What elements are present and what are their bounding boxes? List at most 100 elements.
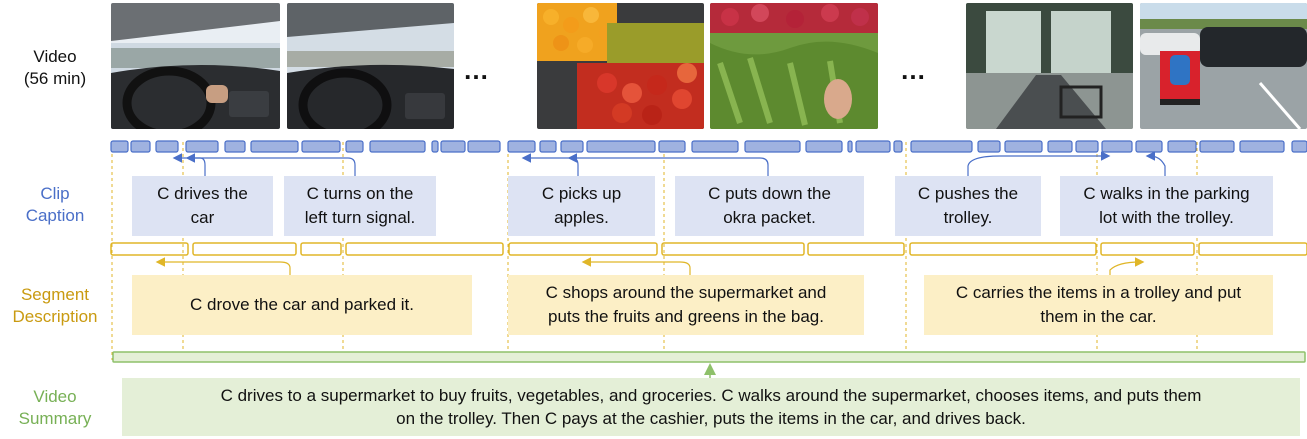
clip-bar xyxy=(507,140,536,153)
clip-caption-arrow xyxy=(1145,151,1166,176)
clip-caption-text: C walks in the parking xyxy=(1083,184,1250,203)
clip-caption-text: C turns on the xyxy=(306,184,414,203)
clip-bar xyxy=(855,140,891,153)
clip-caption-okra-packet: C puts down the okra packet. xyxy=(675,176,864,236)
clip-bar xyxy=(467,140,501,153)
clip-bar xyxy=(1135,140,1163,153)
segment-bar xyxy=(1198,242,1307,256)
clip-bar xyxy=(1239,140,1285,153)
clip-caption-text: okra packet. xyxy=(723,208,816,227)
clip-caption-row-label: Clip Caption xyxy=(10,183,100,227)
segment-description-arrow xyxy=(581,257,691,275)
clip-bar xyxy=(155,140,179,153)
video-label-line2: (56 min) xyxy=(23,69,87,88)
clip-bar xyxy=(744,140,801,153)
segment-bar xyxy=(192,242,297,256)
clip-bar xyxy=(250,140,299,153)
segment-bar xyxy=(909,242,1097,256)
clip-caption-text: lot with the trolley. xyxy=(1099,208,1234,227)
clip-caption-arrow xyxy=(967,151,1111,176)
clip-bar xyxy=(224,140,246,153)
clip-caption-text: C pushes the xyxy=(917,184,1019,203)
parking-lot-trolley-frame xyxy=(1140,3,1307,129)
clip-bar xyxy=(1075,140,1099,153)
fruit-stand-frame xyxy=(537,3,704,129)
clip-bar xyxy=(1199,140,1235,153)
ellipsis-2: … xyxy=(900,55,927,85)
clip-caption-picks-apples: C picks up apples. xyxy=(508,176,655,236)
summary-bar xyxy=(112,351,1306,363)
clip-bar xyxy=(893,140,903,153)
clip-caption-parking-lot: C walks in the parking lot with the troll… xyxy=(1060,176,1273,236)
segment-description-text: them in the car. xyxy=(1040,307,1157,326)
clip-bar xyxy=(560,140,584,153)
clip-bar xyxy=(369,140,426,153)
clip-bar xyxy=(539,140,557,153)
clip-bar xyxy=(910,140,973,153)
clip-label-line2: Caption xyxy=(25,206,85,225)
video-summary-box: C drives to a supermarket to buy fruits,… xyxy=(122,378,1300,436)
video-label-line1: Video xyxy=(33,47,77,66)
clip-caption-arrow xyxy=(521,153,579,176)
clip-bar xyxy=(977,140,1001,153)
clip-bar xyxy=(847,140,853,153)
clip-caption-text: left turn signal. xyxy=(304,208,416,227)
clip-bar xyxy=(1101,140,1133,153)
clip-caption-pushes-trolley: C pushes the trolley. xyxy=(895,176,1041,236)
summary-label-line2: Summary xyxy=(18,409,92,428)
segment-bar xyxy=(807,242,905,256)
segment-bar xyxy=(345,242,504,256)
clip-caption-arrow xyxy=(567,153,769,176)
clip-bar xyxy=(1004,140,1043,153)
segment-description-text: puts the fruits and greens in the bag. xyxy=(548,307,824,326)
segment-bar xyxy=(1100,242,1195,256)
segment-bar xyxy=(300,242,342,256)
segment-description-arrow xyxy=(1109,257,1145,275)
clip-caption-text: C puts down the xyxy=(708,184,831,203)
segment-label-line1: Segment xyxy=(20,285,90,304)
driving-frame-1 xyxy=(111,3,280,129)
clip-bar xyxy=(1291,140,1307,153)
clip-caption-text: apples. xyxy=(554,208,609,227)
clip-bar xyxy=(440,140,466,153)
clip-bar xyxy=(301,140,341,153)
store-entrance-frame xyxy=(966,3,1133,129)
clip-bar xyxy=(130,140,151,153)
clip-bar xyxy=(658,140,686,153)
driving-frame-2 xyxy=(287,3,454,129)
video-summary-line1: C drives to a supermarket to buy fruits,… xyxy=(220,386,1202,405)
clip-caption-text: C picks up xyxy=(541,184,622,203)
segment-description-trolley-car: C carries the items in a trolley and put… xyxy=(924,275,1273,335)
ellipsis-1: … xyxy=(463,55,490,85)
clip-bar xyxy=(805,140,843,153)
clip-caption-turn-signal: C turns on the left turn signal. xyxy=(284,176,436,236)
clip-caption-arrow xyxy=(185,153,356,176)
summary-label-line1: Video xyxy=(33,387,77,406)
clip-bar xyxy=(691,140,739,153)
segment-bar xyxy=(110,242,189,256)
clip-bar xyxy=(1167,140,1197,153)
clip-bar xyxy=(110,140,129,153)
clip-bar xyxy=(1047,140,1073,153)
clip-caption-arrow xyxy=(172,153,206,176)
segment-description-row-label: Segment Description xyxy=(5,284,105,328)
video-summary-line2: on the trolley. Then C pays at the cashi… xyxy=(396,409,1026,428)
clip-caption-text: C drives the xyxy=(157,184,248,203)
segment-bar xyxy=(508,242,658,256)
video-summary-row-label: Video Summary xyxy=(10,386,100,430)
segment-description-drove-car: C drove the car and parked it. xyxy=(132,275,472,335)
clip-bar xyxy=(431,140,439,153)
segment-label-line2: Description xyxy=(12,307,98,326)
segment-description-text: C drove the car and parked it. xyxy=(190,295,414,314)
clip-bar xyxy=(586,140,656,153)
segment-description-arrow xyxy=(155,257,291,275)
clip-label-line1: Clip xyxy=(40,184,70,203)
clip-bar xyxy=(345,140,364,153)
video-row-label: Video (56 min) xyxy=(10,46,100,90)
clip-caption-text: trolley. xyxy=(943,208,993,227)
clip-bar xyxy=(185,140,219,153)
okra-greens-frame xyxy=(710,3,878,129)
